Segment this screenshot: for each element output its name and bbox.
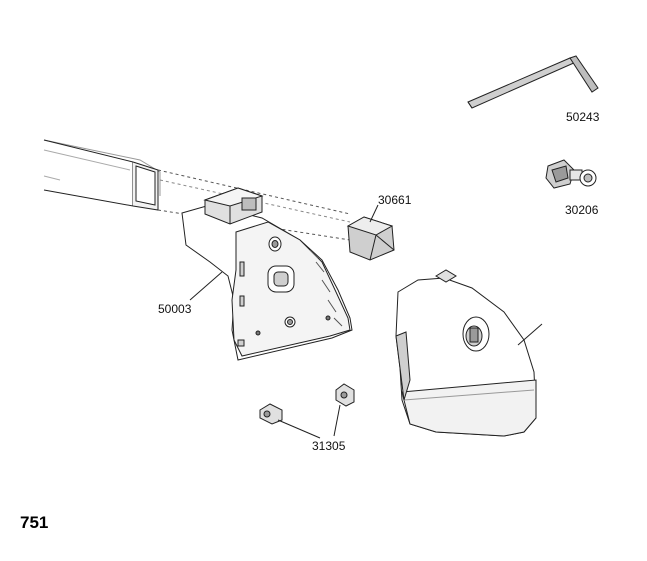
- end-cap: [346, 204, 395, 261]
- hex-key: [467, 55, 599, 109]
- part-number-lock-cylinder: 30206: [565, 203, 599, 217]
- part-number-screws: 31305: [312, 439, 346, 453]
- part-number-end-cap: 30661: [378, 193, 412, 207]
- part-number-foot-bracket: 50003: [158, 302, 192, 316]
- diagram-code: 751: [20, 513, 48, 532]
- foot-cover: [395, 269, 543, 437]
- part-number-hex-key: 50243: [566, 110, 600, 124]
- foot-bracket: [181, 187, 353, 361]
- screws: [259, 383, 355, 439]
- lock-cylinder: [545, 159, 597, 189]
